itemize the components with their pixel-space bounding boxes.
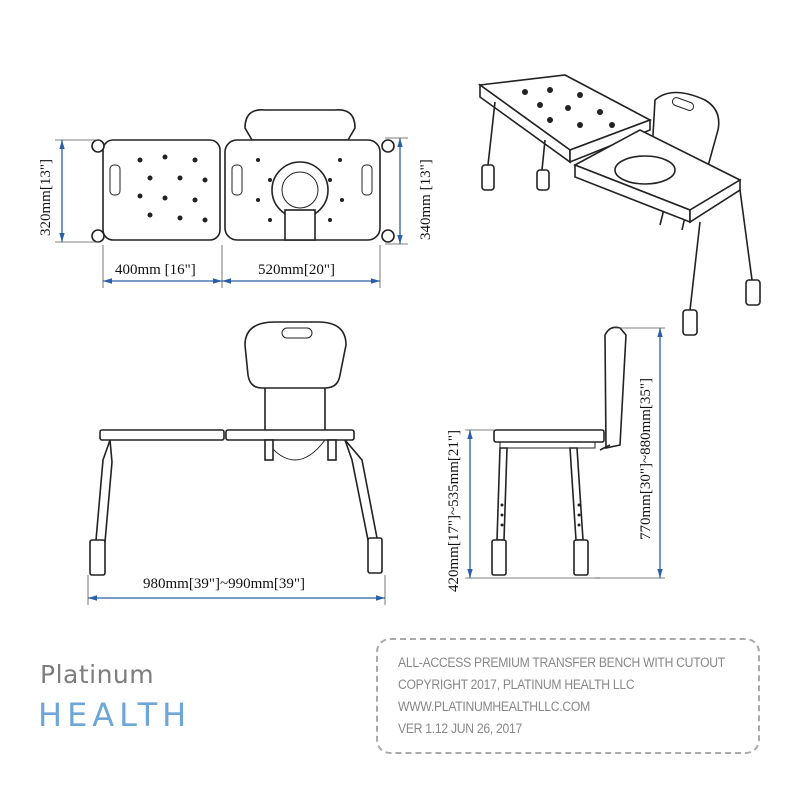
perspective-view xyxy=(477,74,761,336)
side-dimensions xyxy=(465,327,665,579)
front-view xyxy=(89,321,383,576)
logo-platinum: Platinum xyxy=(40,660,155,689)
left-seat-top xyxy=(102,139,221,241)
website: WWW.PLATINUMHEALTHLLC.COM xyxy=(398,699,590,714)
dim-top-depth-right: 340mm [13"] xyxy=(418,159,434,240)
logo-health: HEALTH xyxy=(38,696,192,734)
product-name: ALL-ACCESS PREMIUM TRANSFER BENCH WITH C… xyxy=(398,655,725,670)
version: VER 1.12 JUN 26, 2017 xyxy=(398,721,523,736)
front-dimension xyxy=(87,575,386,605)
dim-seat-height: 420mm[17"]~535mm[21"] xyxy=(446,430,462,592)
side-view xyxy=(491,326,627,576)
top-view xyxy=(91,109,395,243)
backrest-top xyxy=(244,109,356,141)
dim-top-width-left: 400mm [16"] xyxy=(115,262,196,278)
dim-top-width-right: 520mm[20"] xyxy=(258,262,335,278)
copyright: COPYRIGHT 2017, PLATINUM HEALTH LLC xyxy=(398,677,635,692)
dim-top-depth-left: 320mm[13"] xyxy=(38,159,54,236)
dim-total-height: 770mm[30"]~880mm[35"] xyxy=(638,378,654,540)
dim-front-width: 980mm[39"]~990mm[39"] xyxy=(143,576,305,592)
info-box: ALL-ACCESS PREMIUM TRANSFER BENCH WITH C… xyxy=(376,638,760,754)
top-dimensions xyxy=(55,137,408,288)
